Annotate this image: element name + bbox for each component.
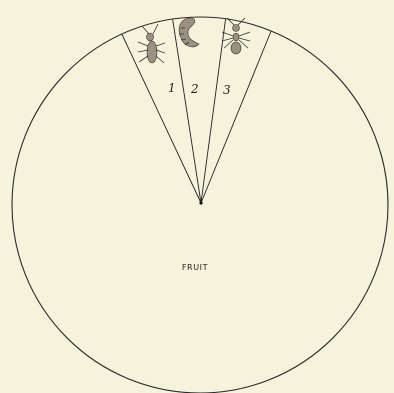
slice-boundary-3 [201,31,271,203]
pie-apex-dot [199,201,202,204]
slice-labels: 1 2 3 [168,81,231,97]
fruit-label: FRUIT [182,263,208,272]
beetle-icon [138,24,165,63]
slice-label-1: 1 [168,81,176,95]
slice-dividers [122,19,271,205]
pie-outline [12,17,388,393]
slice-boundary-1 [173,19,201,203]
ant-icon [222,18,250,54]
slice-label-2: 2 [190,82,199,96]
grub-icon [179,18,199,47]
slice-boundary-0 [122,34,201,203]
slice-label-3: 3 [223,83,231,97]
slice-boundary-2 [201,19,226,203]
